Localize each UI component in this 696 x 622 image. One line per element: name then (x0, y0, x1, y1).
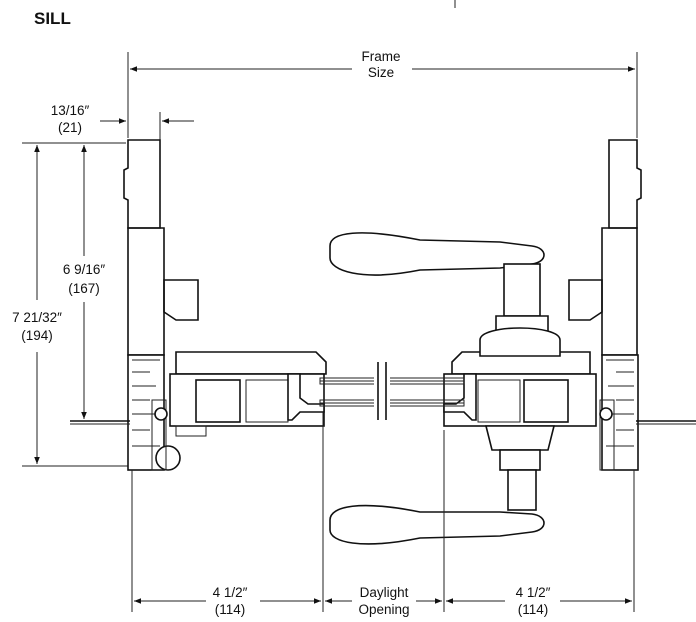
frame-size-dimension: Frame Size (127, 49, 638, 138)
daylight-opening-label-line1: Daylight (360, 585, 409, 600)
right-sash-width-label-imperial: 4 1/2″ (516, 585, 551, 600)
inner-height-label-imperial: 6 9/16″ (63, 262, 106, 277)
jamb-width-label-imperial: 13/16″ (51, 103, 90, 118)
jamb-width-label-metric: (21) (58, 120, 82, 135)
overall-height-label-imperial: 7 21/32″ (12, 310, 62, 325)
inner-height-dimension: 6 9/16″ (167) (63, 145, 106, 419)
inner-height-label-metric: (167) (68, 281, 100, 296)
overall-height-label-metric: (194) (21, 328, 53, 343)
left-sash-width-label-metric: (114) (215, 602, 246, 617)
glazing (319, 362, 465, 420)
daylight-opening-label-line2: Opening (358, 602, 409, 617)
right-sash-width-label-metric: (114) (518, 602, 549, 617)
right-sash (443, 351, 597, 427)
overall-height-dimension: 7 21/32″ (194) (12, 142, 130, 467)
jamb-width-dimension: 13/16″ (21) (51, 103, 194, 205)
frame-size-label-line2: Size (368, 65, 394, 80)
drawing-title: SILL (34, 9, 71, 28)
left-jamb (123, 139, 199, 471)
frame-size-label-line1: Frame (361, 49, 400, 64)
right-jamb (568, 139, 642, 471)
sash-dimension-chain: 4 1/2″ (114) Daylight Opening 4 1/2″ (11… (131, 412, 635, 617)
sash-lock-hardware (329, 232, 561, 545)
left-sash-width-label-imperial: 4 1/2″ (213, 585, 248, 600)
left-sash (169, 351, 327, 437)
